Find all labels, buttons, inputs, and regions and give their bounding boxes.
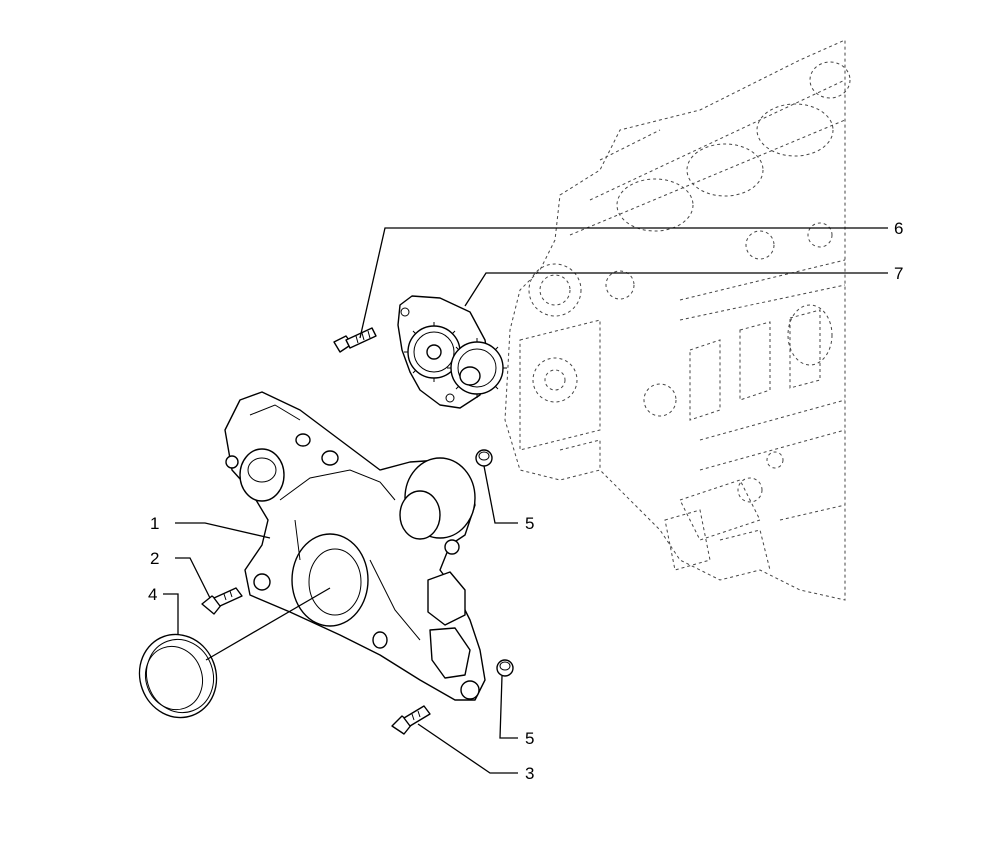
cover-bolt-2: [201, 587, 243, 615]
leader-4: [163, 593, 179, 635]
callout-1: 1: [150, 514, 159, 533]
leader-4b: [205, 587, 331, 661]
leader-lines: [163, 227, 888, 774]
callout-3: 3: [525, 764, 534, 783]
timing-cover: [224, 391, 486, 701]
crank-seal: [138, 633, 218, 719]
engine-block: [504, 39, 851, 601]
cover-bolt-3: [391, 705, 431, 735]
callout-labels: 1 2 3 4 5 5 6 7: [148, 219, 903, 783]
leader-5a: [483, 465, 518, 524]
callout-2: 2: [150, 549, 159, 568]
leader-2: [175, 557, 211, 599]
callout-6: 6: [894, 219, 903, 238]
plug-lower: [496, 659, 514, 677]
leader-7: [464, 272, 888, 307]
leader-3: [417, 723, 518, 774]
callout-4: 4: [148, 585, 157, 604]
leader-1: [175, 522, 271, 539]
callout-5-lower: 5: [525, 729, 534, 748]
oil-pump: [397, 295, 507, 409]
callout-5-upper: 5: [525, 514, 534, 533]
leader-6: [359, 227, 888, 339]
leader-5b: [499, 675, 518, 739]
pump-bolt: [333, 327, 377, 353]
callout-7: 7: [894, 264, 903, 283]
plug-upper: [475, 449, 493, 467]
